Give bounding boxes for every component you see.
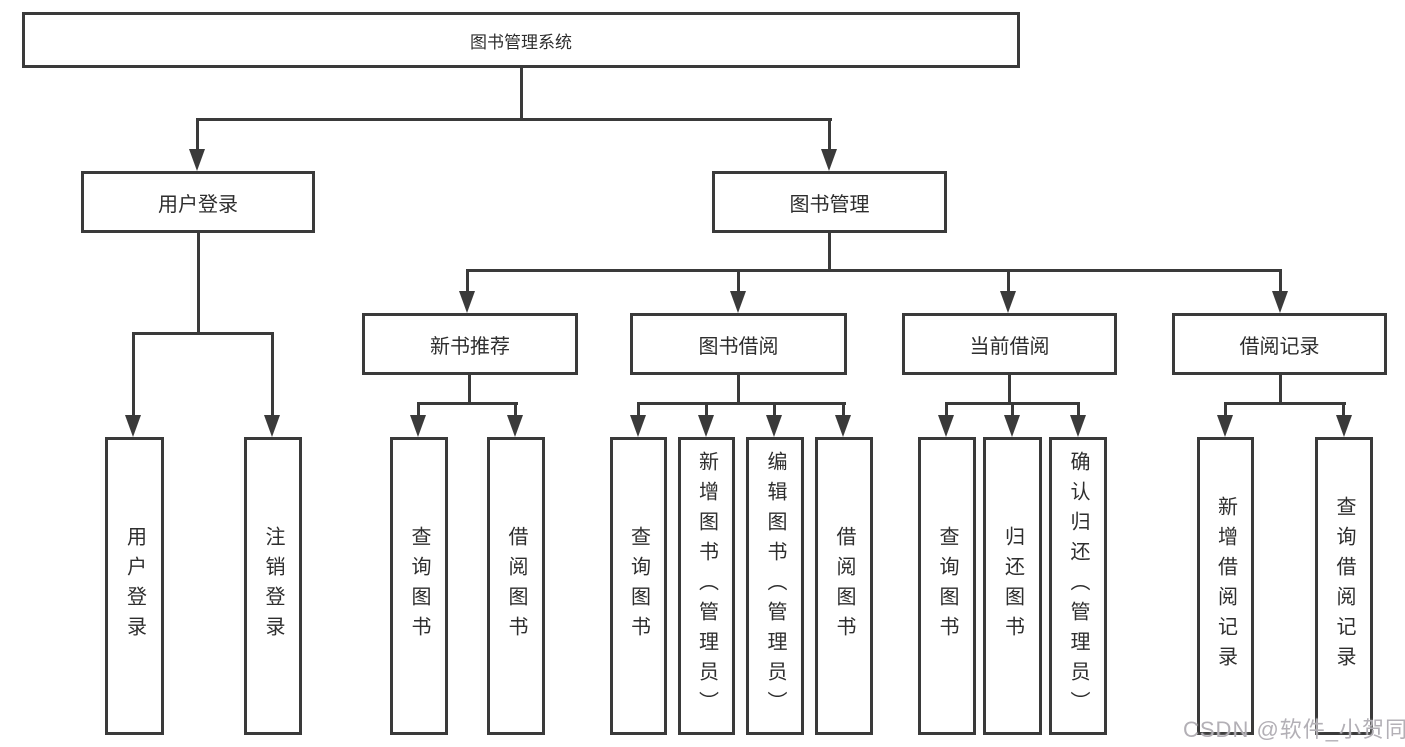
- node-new-book-rec-label: 新书推荐: [430, 335, 510, 358]
- node-root-label: 图书管理系统: [470, 32, 572, 52]
- connector-line: [1224, 402, 1346, 405]
- arrowhead: [1336, 415, 1352, 437]
- connector-line: [520, 68, 523, 121]
- leaf-query-borrow-record-label: 查询借阅记录: [1333, 496, 1355, 676]
- connector-line: [828, 118, 831, 152]
- connector-line: [1342, 402, 1345, 418]
- node-user-login-label: 用户登录: [158, 193, 238, 216]
- connector-line: [417, 402, 518, 405]
- node-new-book-rec: 新书推荐: [362, 313, 578, 375]
- connector-line: [1008, 375, 1011, 405]
- arrowhead: [698, 415, 714, 437]
- connector-line: [468, 375, 471, 405]
- connector-line: [737, 269, 740, 293]
- leaf-add-borrow-record: 新增借阅记录: [1197, 437, 1254, 735]
- leaf-add-book-admin: 新增图书（管理员）: [678, 437, 735, 735]
- node-book-mgmt-label: 图书管理: [789, 193, 870, 216]
- leaf-return-book-label: 归还图书: [1001, 526, 1024, 646]
- connector-line: [828, 233, 831, 272]
- connector-line: [773, 402, 776, 418]
- connector-line: [1224, 402, 1227, 418]
- connector-line: [271, 332, 274, 418]
- connector-line: [737, 375, 740, 405]
- arrowhead: [821, 149, 837, 171]
- leaf-query-books-rec: 查询图书: [390, 437, 448, 735]
- node-book-borrow: 图书借阅: [630, 313, 847, 375]
- node-book-borrow-label: 图书借阅: [698, 335, 779, 358]
- arrowhead: [1217, 415, 1233, 437]
- leaf-query-books-borrow: 查询图书: [610, 437, 667, 735]
- leaf-user-login: 用户登录: [105, 437, 164, 735]
- connector-line: [196, 118, 199, 152]
- arrowhead: [835, 415, 851, 437]
- node-user-login: 用户登录: [81, 171, 315, 233]
- watermark: CSDN @软件_小贺同学: [1183, 717, 1405, 742]
- connector-line: [466, 269, 469, 293]
- leaf-borrow-books: 借阅图书: [815, 437, 873, 735]
- leaf-edit-book-admin-label: 编辑图书（管理员）: [764, 451, 786, 721]
- node-borrow-records-label: 借阅记录: [1239, 335, 1320, 358]
- node-current-borrow: 当前借阅: [902, 313, 1117, 375]
- leaf-logout: 注销登录: [244, 437, 302, 735]
- connector-line: [705, 402, 708, 418]
- leaf-borrow-books-rec: 借阅图书: [487, 437, 545, 735]
- arrowhead: [1000, 291, 1016, 313]
- connector-line: [1077, 402, 1080, 418]
- leaf-confirm-return-admin-label: 确认归还（管理员）: [1067, 451, 1089, 721]
- arrowhead: [264, 415, 280, 437]
- connector-line: [132, 332, 135, 418]
- connector-line: [514, 402, 517, 418]
- connector-line: [1279, 375, 1282, 405]
- connector-line: [196, 118, 832, 121]
- arrowhead: [766, 415, 782, 437]
- connector-line: [842, 402, 845, 418]
- node-borrow-records: 借阅记录: [1172, 313, 1387, 375]
- connector-line: [637, 402, 640, 418]
- arrowhead: [1272, 291, 1288, 313]
- connector-line: [1007, 269, 1010, 293]
- leaf-borrow-books-rec-label: 借阅图书: [505, 526, 527, 646]
- arrowhead: [189, 149, 205, 171]
- leaf-return-book: 归还图书: [983, 437, 1042, 735]
- leaf-query-books-current-label: 查询图书: [936, 526, 958, 646]
- arrowhead: [1004, 415, 1020, 437]
- leaf-query-books-current: 查询图书: [918, 437, 976, 735]
- connector-line: [132, 332, 274, 335]
- leaf-query-borrow-record: 查询借阅记录: [1315, 437, 1373, 735]
- connector-line: [417, 402, 420, 418]
- leaf-logout-label: 注销登录: [262, 526, 284, 646]
- leaf-add-borrow-record-label: 新增借阅记录: [1214, 496, 1237, 676]
- leaf-add-book-admin-label: 新增图书（管理员）: [695, 451, 718, 721]
- arrowhead: [630, 415, 646, 437]
- connector-line: [1011, 402, 1014, 418]
- leaf-edit-book-admin: 编辑图书（管理员）: [746, 437, 804, 735]
- leaf-query-books-rec-label: 查询图书: [408, 526, 430, 646]
- leaf-borrow-books-label: 借阅图书: [833, 526, 855, 646]
- arrowhead: [730, 291, 746, 313]
- leaf-query-books-borrow-label: 查询图书: [627, 526, 650, 646]
- arrowhead: [938, 415, 954, 437]
- connector-line: [945, 402, 948, 418]
- arrowhead: [507, 415, 523, 437]
- connector-line: [466, 269, 1282, 272]
- leaf-confirm-return-admin: 确认归还（管理员）: [1049, 437, 1107, 735]
- connector-line: [637, 402, 846, 405]
- arrowhead: [459, 291, 475, 313]
- arrowhead: [125, 415, 141, 437]
- node-root: 图书管理系统: [22, 12, 1020, 68]
- arrowhead: [410, 415, 426, 437]
- connector-line: [1279, 269, 1282, 293]
- node-book-mgmt: 图书管理: [712, 171, 947, 233]
- arrowhead: [1070, 415, 1086, 437]
- node-current-borrow-label: 当前借阅: [969, 335, 1050, 358]
- leaf-user-login-label: 用户登录: [123, 526, 146, 646]
- connector-line: [197, 233, 200, 334]
